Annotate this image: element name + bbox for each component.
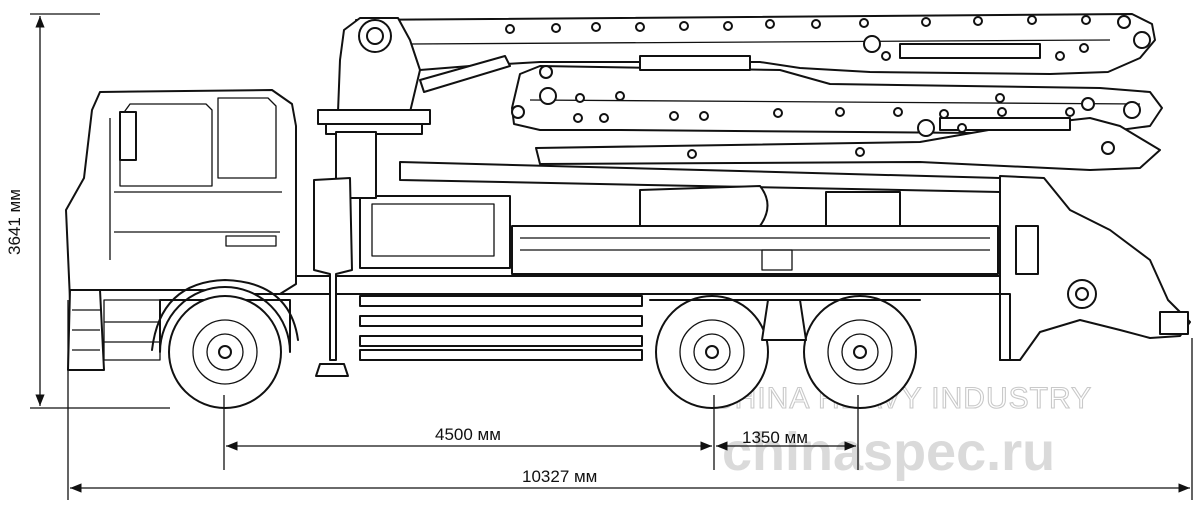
dimension-lines: 3641 мм 4500 мм 1350 мм 10327 мм (5, 13, 1193, 500)
cab-body (65, 89, 297, 301)
boom-pins (505, 15, 1151, 159)
control-box (359, 195, 511, 269)
front-wheel (159, 286, 291, 409)
boom-cylinders (419, 43, 1071, 131)
hydraulic-tank (825, 191, 901, 227)
rear-wheel-2 (803, 295, 917, 409)
boom-tower (337, 17, 421, 113)
front-outrigger (313, 177, 353, 361)
rear-wheel-1 (655, 295, 769, 409)
chassis-frame (279, 275, 1001, 295)
boom-assembly (317, 13, 1163, 171)
cab-mirror (119, 111, 137, 161)
outrigger-rails (359, 295, 643, 361)
truck-cab (65, 89, 297, 371)
rear-suspension (761, 299, 807, 341)
height-dimension: 3641 мм (5, 189, 24, 255)
water-tank (639, 185, 769, 227)
wheelbase-dimension: 4500 мм (435, 425, 501, 444)
axle-spacing-dimension: 1350 мм (742, 428, 808, 447)
wheels (151, 279, 921, 409)
watermark-site: chinaspec.ru (722, 422, 1055, 482)
cab-rear-window (217, 97, 277, 179)
slewing-ring (317, 109, 431, 125)
truck-body (279, 131, 1191, 377)
rear-hopper (999, 175, 1191, 361)
length-dimension: 10327 мм (522, 467, 597, 486)
